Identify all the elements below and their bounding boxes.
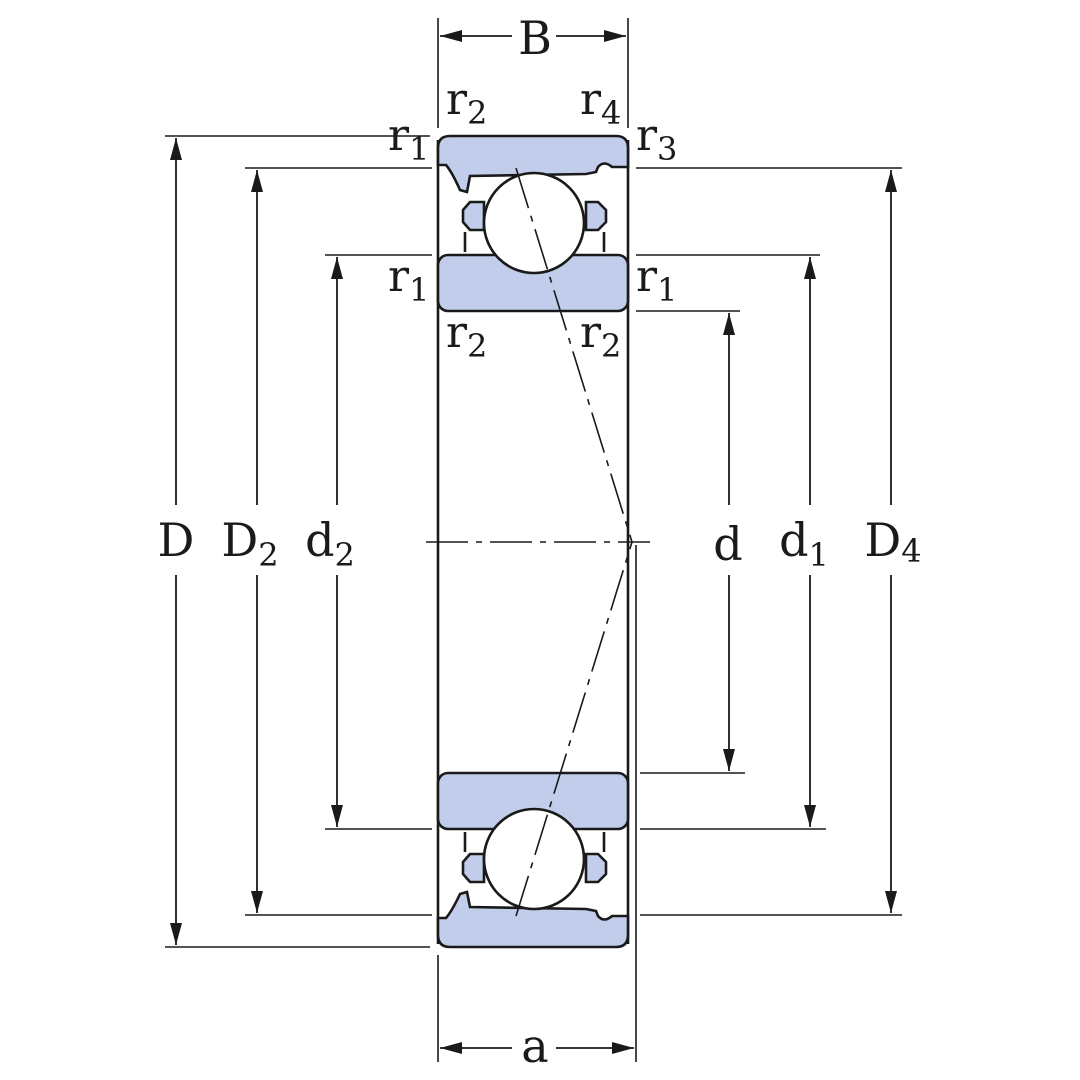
r1-inner-right-label: r1	[636, 251, 677, 309]
dim-d4-arrow-bottom	[885, 891, 897, 913]
top-ball	[482, 171, 586, 275]
top-outer-ring	[436, 134, 630, 194]
r2-inner-bottom-left-label: r2	[446, 307, 487, 365]
dim-d2-outer-arrow-top	[251, 170, 263, 192]
dim-d-arrow-bottom	[170, 923, 182, 945]
dim-a-arrow-right	[612, 1042, 634, 1054]
r3-outer-right-label: r3	[636, 110, 677, 168]
d4-main: D	[864, 513, 901, 567]
pressure-point-a-label: a	[521, 1019, 548, 1073]
dim-b-arrow-left	[440, 30, 462, 42]
dim-d-arrow-top	[170, 138, 182, 160]
bottom-cage-right	[584, 852, 608, 884]
r1-inner-left-label: r1	[388, 251, 429, 309]
dim-b-arrow-right	[604, 30, 626, 42]
top-cage-right	[584, 200, 608, 232]
outer-diameter-d-label: D	[158, 513, 195, 567]
dim-d1-arrow-bottom	[804, 805, 816, 827]
d1-label: d1	[779, 513, 829, 574]
dimension-labels: B a D D2 d2 d d1 D4 r2 r4 r1 r3 r1 r1 r2…	[158, 11, 922, 1073]
extension-lines	[165, 18, 902, 1062]
dim-d2-inner-arrow-top	[331, 257, 343, 279]
r2-top-left-label: r2	[446, 74, 487, 132]
dim-d2-outer-arrow-bottom	[251, 891, 263, 913]
centre-lines	[426, 167, 650, 917]
r2-inner-bottom-right-label: r2	[580, 307, 621, 365]
d2-inner-label: d2	[305, 513, 355, 574]
bottom-outer-ring	[436, 890, 630, 949]
dim-d1-arrow-top	[804, 257, 816, 279]
top-cage-left	[461, 200, 486, 232]
d1-sub: 1	[809, 536, 829, 574]
d2-inner-sub: 2	[335, 536, 355, 574]
r4-top-right-label: r4	[580, 74, 621, 132]
top-contact-angle-line	[515, 167, 633, 543]
dim-d4-arrow-top	[885, 170, 897, 192]
d2-outer-label: D2	[221, 513, 278, 574]
dim-d2-inner-arrow-bottom	[331, 805, 343, 827]
d1-main: d	[779, 513, 808, 567]
d4-sub: 4	[901, 532, 921, 570]
bore-diameter-d-label: d	[713, 517, 742, 571]
r1-outer-left-label: r1	[388, 110, 429, 168]
dimension-lines	[170, 30, 897, 1054]
d2-outer-sub: 2	[258, 536, 278, 574]
width-b-label: B	[518, 11, 552, 65]
bottom-cage-left	[461, 852, 486, 884]
d2-inner-main: d	[305, 513, 334, 567]
d4-label: D4	[864, 513, 921, 570]
dim-bore-d-arrow-bottom	[723, 749, 735, 771]
d2-outer-main: D	[221, 513, 258, 567]
bottom-ball	[482, 807, 586, 911]
bottom-contact-angle-line	[515, 541, 633, 917]
dim-a-arrow-left	[440, 1042, 462, 1054]
dim-bore-d-arrow-top	[723, 313, 735, 335]
